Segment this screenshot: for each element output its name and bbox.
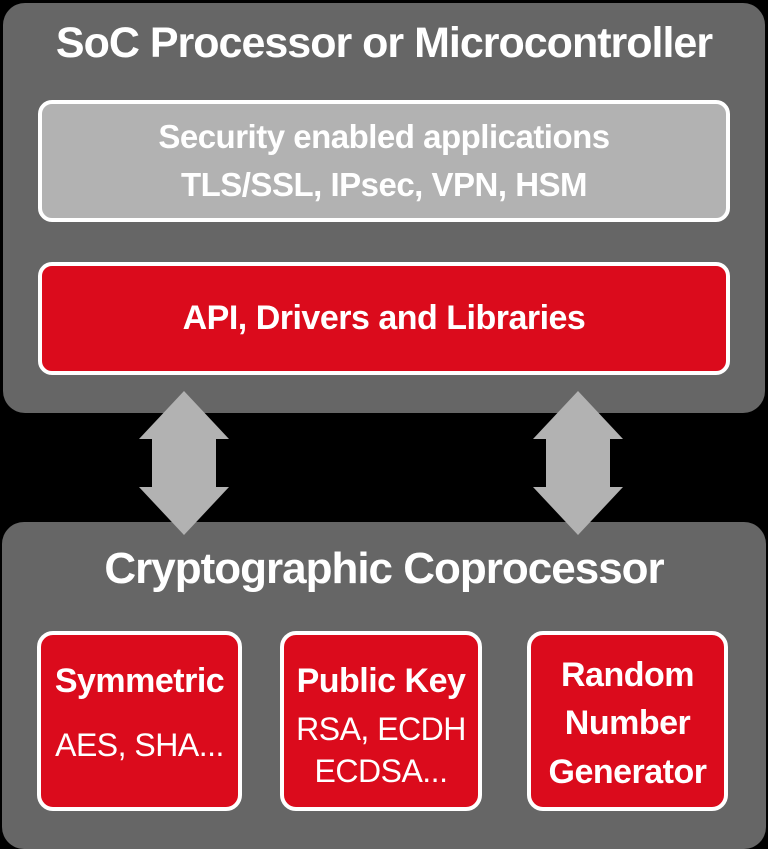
public-key-detail-line1: RSA, ECDH (296, 710, 466, 747)
security-apps-box: Security enabled applications TLS/SSL, I… (38, 100, 730, 222)
security-apps-line2: TLS/SSL, IPsec, VPN, HSM (180, 166, 588, 203)
symmetric-box-detail: AES, SHA... (55, 726, 224, 763)
public-key-box-detail: RSA, ECDH ECDSA... (296, 708, 466, 792)
soc-panel-title: SoC Processor or Microcontroller (55, 19, 713, 67)
public-key-box: Public Key RSA, ECDH ECDSA... (280, 631, 482, 811)
api-drivers-label: API, Drivers and Libraries (182, 299, 586, 337)
public-key-detail-line2: ECDSA... (314, 753, 448, 790)
public-key-box-title: Public Key (296, 662, 466, 700)
bidirectional-arrow-icon (139, 391, 229, 535)
bidirectional-arrow-icon (533, 391, 623, 535)
symmetric-box: Symmetric AES, SHA... (37, 631, 242, 811)
crypto-panel-title: Cryptographic Coprocessor (104, 544, 664, 593)
crypto-coprocessor-panel: Cryptographic Coprocessor Symmetric AES,… (2, 522, 766, 849)
random-number-generator-title: Random Number Generator (548, 656, 708, 791)
api-drivers-box: API, Drivers and Libraries (38, 262, 730, 375)
symmetric-box-title: Symmetric (54, 662, 225, 700)
security-apps-line1: Security enabled applications (158, 118, 610, 156)
random-number-generator-box: Random Number Generator (527, 631, 728, 811)
soc-processor-panel: SoC Processor or Microcontroller Securit… (3, 3, 765, 413)
